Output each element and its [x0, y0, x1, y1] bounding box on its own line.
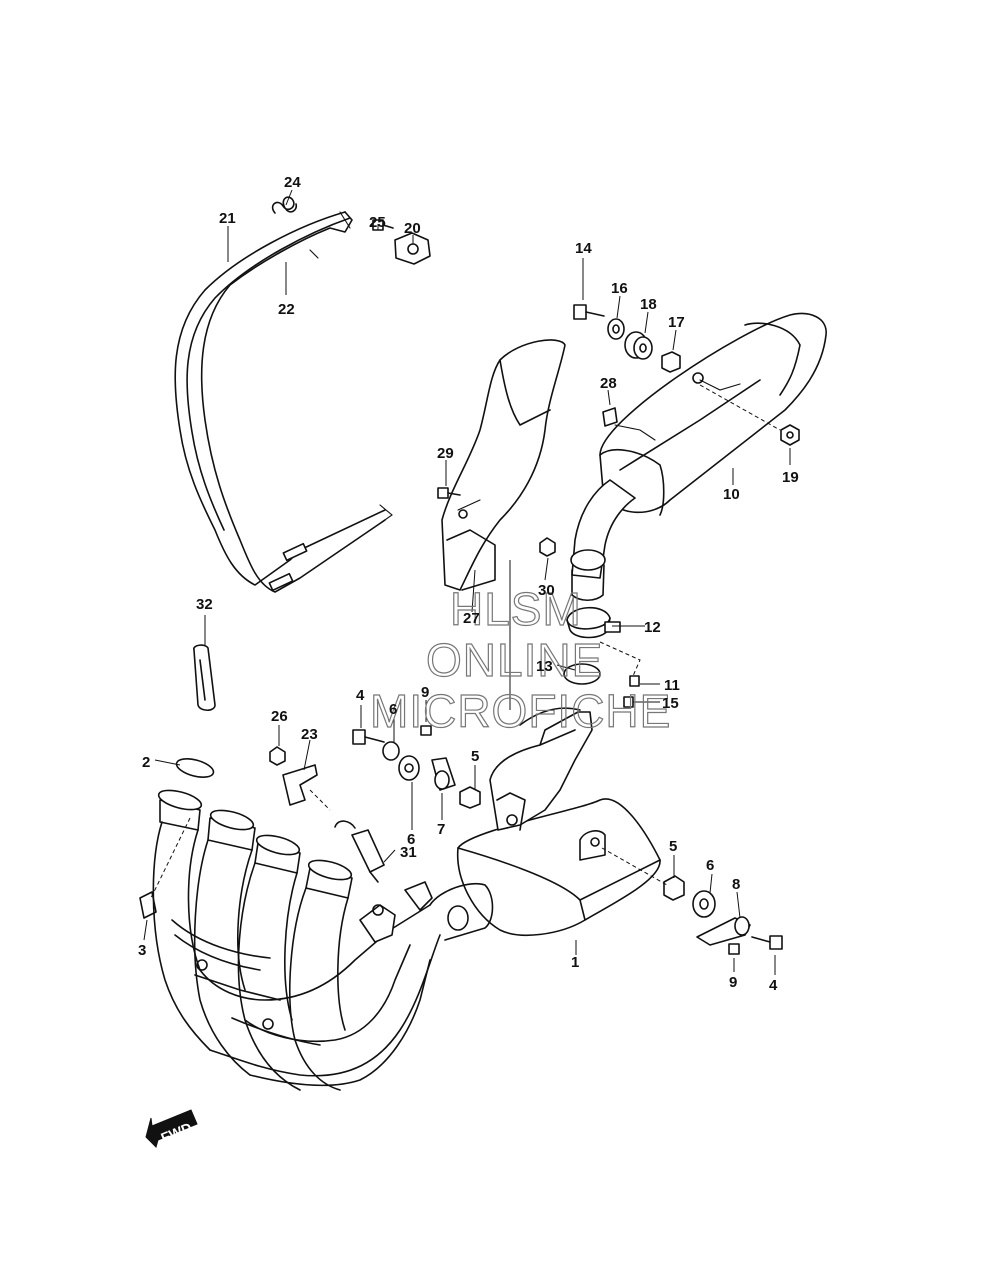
callout-14: 14	[575, 240, 592, 257]
callout-24: 24	[284, 174, 301, 191]
heat-shield	[441, 339, 566, 591]
callout-16: 16	[611, 280, 628, 297]
exhaust-header-pipes	[152, 789, 441, 1091]
bolt-3	[139, 891, 157, 919]
bracket-23	[282, 764, 318, 806]
clip-28	[602, 407, 618, 427]
bolt-9-upper	[420, 725, 432, 736]
bolt-9-lower	[728, 943, 740, 955]
watermark: HLSM ONLINE MICROFICHE	[369, 582, 671, 737]
callout-2: 2	[142, 754, 150, 771]
exhaust-chamber	[429, 707, 661, 941]
callout-5-upper: 5	[471, 748, 479, 765]
bolt-29	[437, 487, 461, 499]
o2-sensor	[334, 820, 385, 883]
callout-17: 17	[668, 314, 685, 331]
watermark-line2: ONLINE	[426, 634, 603, 686]
watermark-line1: HLSM	[450, 583, 582, 635]
bracket-8	[696, 916, 751, 946]
callout-13: 13	[536, 658, 553, 675]
watermark-line3: MICROFICHE	[370, 685, 671, 737]
bracket-7	[431, 757, 456, 791]
callout-6-bush: 6	[407, 831, 415, 848]
callout-20: 20	[404, 220, 421, 237]
collar-5-lower	[663, 875, 685, 901]
callout-22: 22	[278, 301, 295, 318]
callout-28: 28	[600, 375, 617, 392]
callout-4-lower: 4	[769, 977, 778, 994]
bolt-4-lower	[751, 935, 783, 950]
callout-19: 19	[782, 469, 799, 486]
exhaust-control-cables	[174, 211, 393, 593]
callout-6-lower: 6	[706, 857, 714, 874]
callout-23: 23	[301, 726, 318, 743]
callout-25: 25	[369, 214, 386, 231]
callout-26: 26	[271, 708, 288, 725]
callout-labels: 1 2 3 4 4 5 5 6 6 6 7 8 9 9 10 11 12 13 …	[138, 174, 799, 994]
callout-31: 31	[400, 844, 417, 861]
callout-18: 18	[640, 296, 657, 313]
callout-1: 1	[571, 954, 579, 971]
washer-16	[607, 318, 625, 340]
gasket-2	[175, 758, 215, 778]
rubber-bush-6-upper	[398, 755, 420, 781]
bolt-14	[573, 304, 605, 320]
callout-3: 3	[138, 942, 146, 959]
nut-19	[780, 424, 800, 446]
callout-32: 32	[196, 596, 213, 613]
callout-27: 27	[463, 610, 480, 627]
callout-29: 29	[437, 445, 454, 462]
clamp-12	[566, 606, 621, 639]
callout-9-lower: 9	[729, 974, 737, 991]
callout-11: 11	[664, 677, 680, 694]
forward-direction-arrow: FWD	[145, 1109, 198, 1148]
callout-8: 8	[732, 876, 740, 893]
callout-7: 7	[437, 821, 445, 838]
strap-32	[193, 644, 216, 712]
callout-21: 21	[219, 210, 236, 227]
muffler	[570, 312, 827, 602]
callout-9-upper: 9	[421, 684, 429, 701]
nut-30	[539, 537, 556, 557]
bolt-4-upper	[352, 729, 385, 745]
callout-15: 15	[662, 695, 679, 712]
spring-clip	[271, 196, 298, 214]
bolt-11	[629, 675, 640, 687]
collar-17	[661, 351, 681, 373]
callout-10: 10	[723, 486, 740, 503]
rubber-bush-18	[624, 331, 653, 360]
callout-12: 12	[644, 619, 661, 636]
collar-5-upper	[459, 786, 481, 809]
callout-6-washer: 6	[389, 701, 397, 718]
nut-26	[269, 746, 286, 766]
callout-4-upper: 4	[356, 687, 365, 704]
callout-30: 30	[538, 582, 555, 599]
washer-6-upper	[382, 741, 400, 761]
leader-lines	[143, 189, 791, 975]
callout-5-lower: 5	[669, 838, 677, 855]
rubber-bush-6-lower	[692, 890, 716, 918]
